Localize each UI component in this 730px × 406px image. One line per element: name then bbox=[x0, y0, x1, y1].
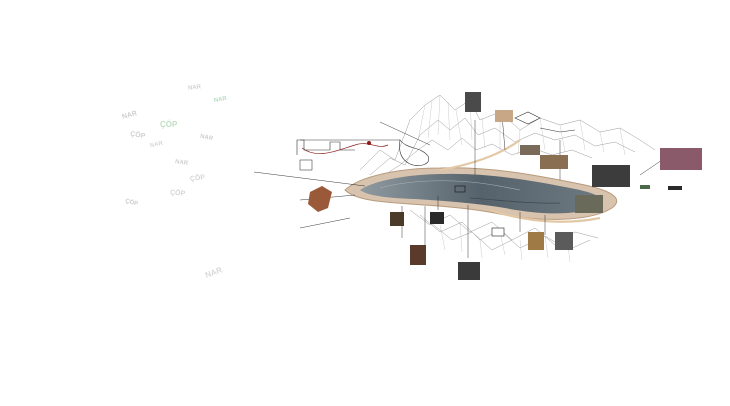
photo-rubble-a bbox=[430, 212, 444, 224]
photo-rubble-b bbox=[458, 262, 480, 280]
photo-house-icon bbox=[491, 227, 505, 237]
photo-stones bbox=[520, 145, 540, 155]
photo-gravel bbox=[540, 155, 568, 169]
shore-road bbox=[439, 139, 601, 223]
photo-patches bbox=[299, 92, 702, 280]
site-thread bbox=[301, 143, 389, 154]
cloud-word: ÇÖP bbox=[160, 120, 178, 129]
photo-debris bbox=[592, 165, 630, 187]
photo-cliff bbox=[465, 92, 481, 112]
photo-marker-a bbox=[640, 185, 650, 189]
photo-soil-a bbox=[390, 212, 404, 226]
photo-rubble-c bbox=[575, 195, 603, 213]
lake bbox=[344, 167, 618, 220]
photo-building bbox=[660, 148, 702, 170]
photo-marker-b bbox=[668, 186, 682, 190]
mountain-hatching bbox=[417, 94, 626, 263]
photo-rock-top bbox=[495, 110, 513, 122]
photo-stone-c bbox=[555, 232, 573, 250]
photo-soil-b bbox=[410, 245, 426, 265]
photo-wood bbox=[308, 186, 332, 212]
photo-rock-small bbox=[299, 159, 313, 171]
thread-marker bbox=[367, 141, 371, 145]
photo-clay bbox=[528, 232, 544, 250]
building-sketch bbox=[296, 111, 576, 166]
